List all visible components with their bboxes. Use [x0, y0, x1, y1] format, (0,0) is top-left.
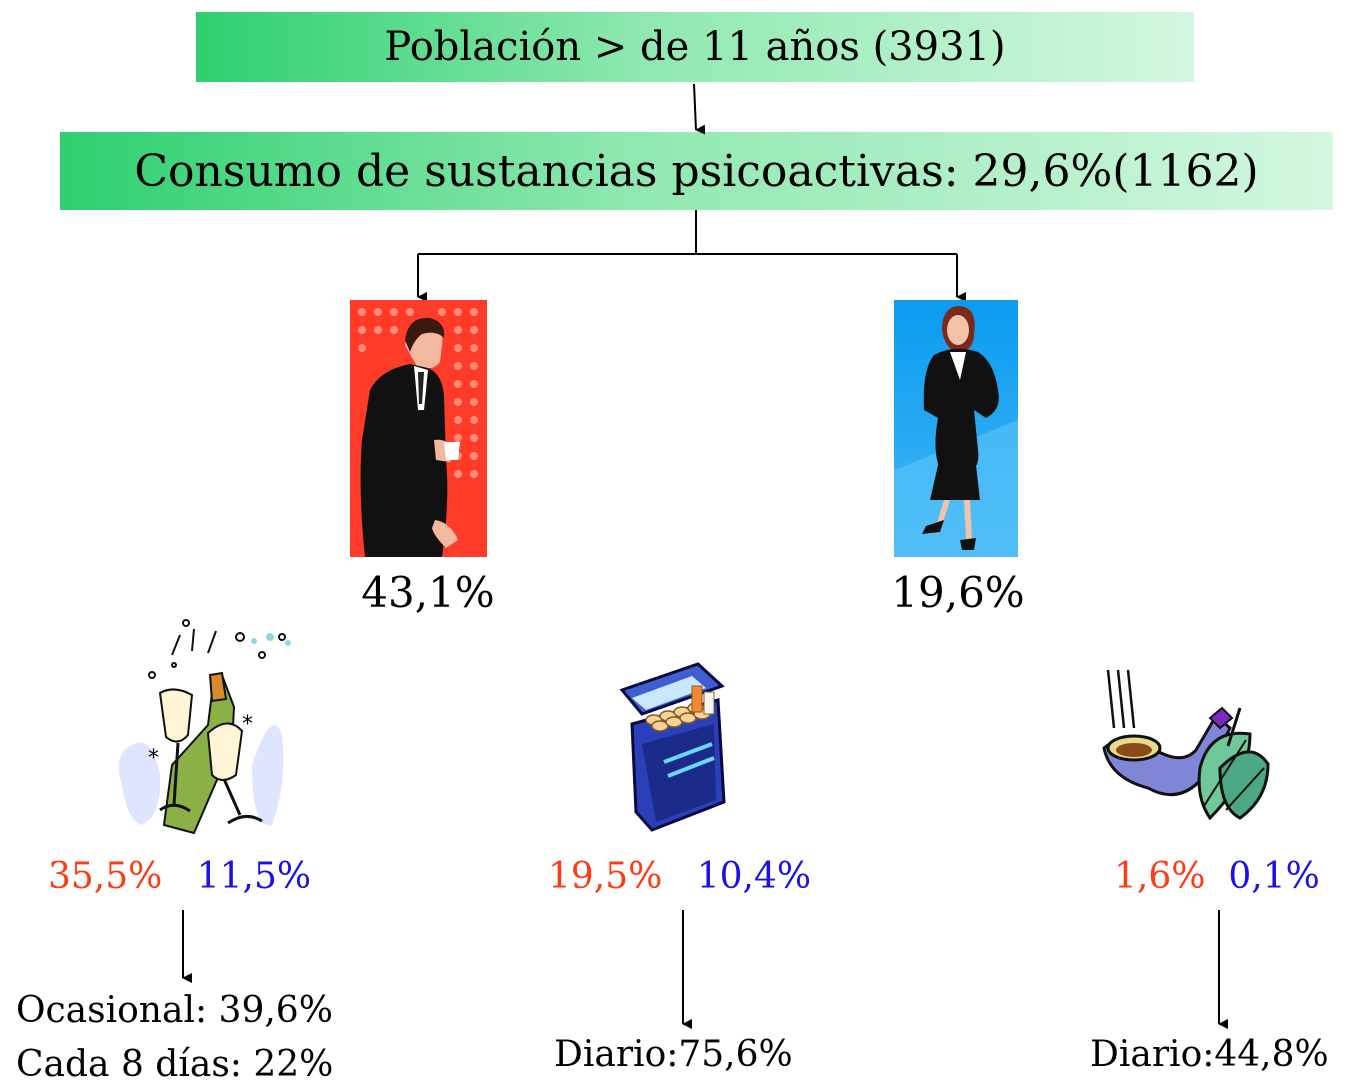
population-box: Población > de 11 años (3931) — [196, 12, 1194, 82]
tobacco-male-pct: 19,5% — [548, 856, 663, 897]
alcohol-male-pct: 35,5% — [48, 856, 163, 897]
marijuana-male-pct: 1,6% — [1114, 856, 1206, 897]
marijuana-detail-daily: Diario:44,8% — [1090, 1034, 1329, 1075]
alcohol-detail-occasional: Ocasional: 39,6% — [16, 990, 333, 1031]
champagne-celebration-icon: * * — [118, 619, 291, 835]
man-in-suit-figure — [350, 300, 487, 557]
population-label: Población > de 11 años (3931) — [384, 24, 1006, 70]
marijuana-female-pct: 0,1% — [1228, 856, 1320, 897]
marijuana-percentages: 1,6% 0,1% — [1114, 856, 1320, 897]
tobacco-female-pct: 10,4% — [696, 856, 812, 897]
tobacco-percentages: 19,5% 10,4% — [548, 856, 811, 897]
female-percentage: 19,6% — [891, 568, 1025, 617]
svg-text:*: * — [242, 712, 253, 737]
arrow-population-to-consumption — [693, 83, 706, 135]
male-percentage: 43,1% — [361, 568, 495, 617]
cigarette-pack-icon — [619, 662, 726, 832]
consumption-label: Consumo de sustancias psicoactivas: 29,6… — [134, 145, 1259, 197]
alcohol-percentages: 35,5% 11,5% — [48, 856, 311, 897]
consumption-box: Consumo de sustancias psicoactivas: 29,6… — [60, 132, 1333, 210]
alcohol-female-pct: 11,5% — [196, 856, 312, 897]
tobacco-detail-daily: Diario:75,6% — [554, 1034, 793, 1075]
pipe-leaves-icon — [1102, 669, 1270, 821]
svg-text:*: * — [148, 746, 159, 771]
woman-in-suit-figure — [894, 300, 1018, 557]
alcohol-detail-weekly: Cada 8 días: 22% — [16, 1044, 334, 1085]
